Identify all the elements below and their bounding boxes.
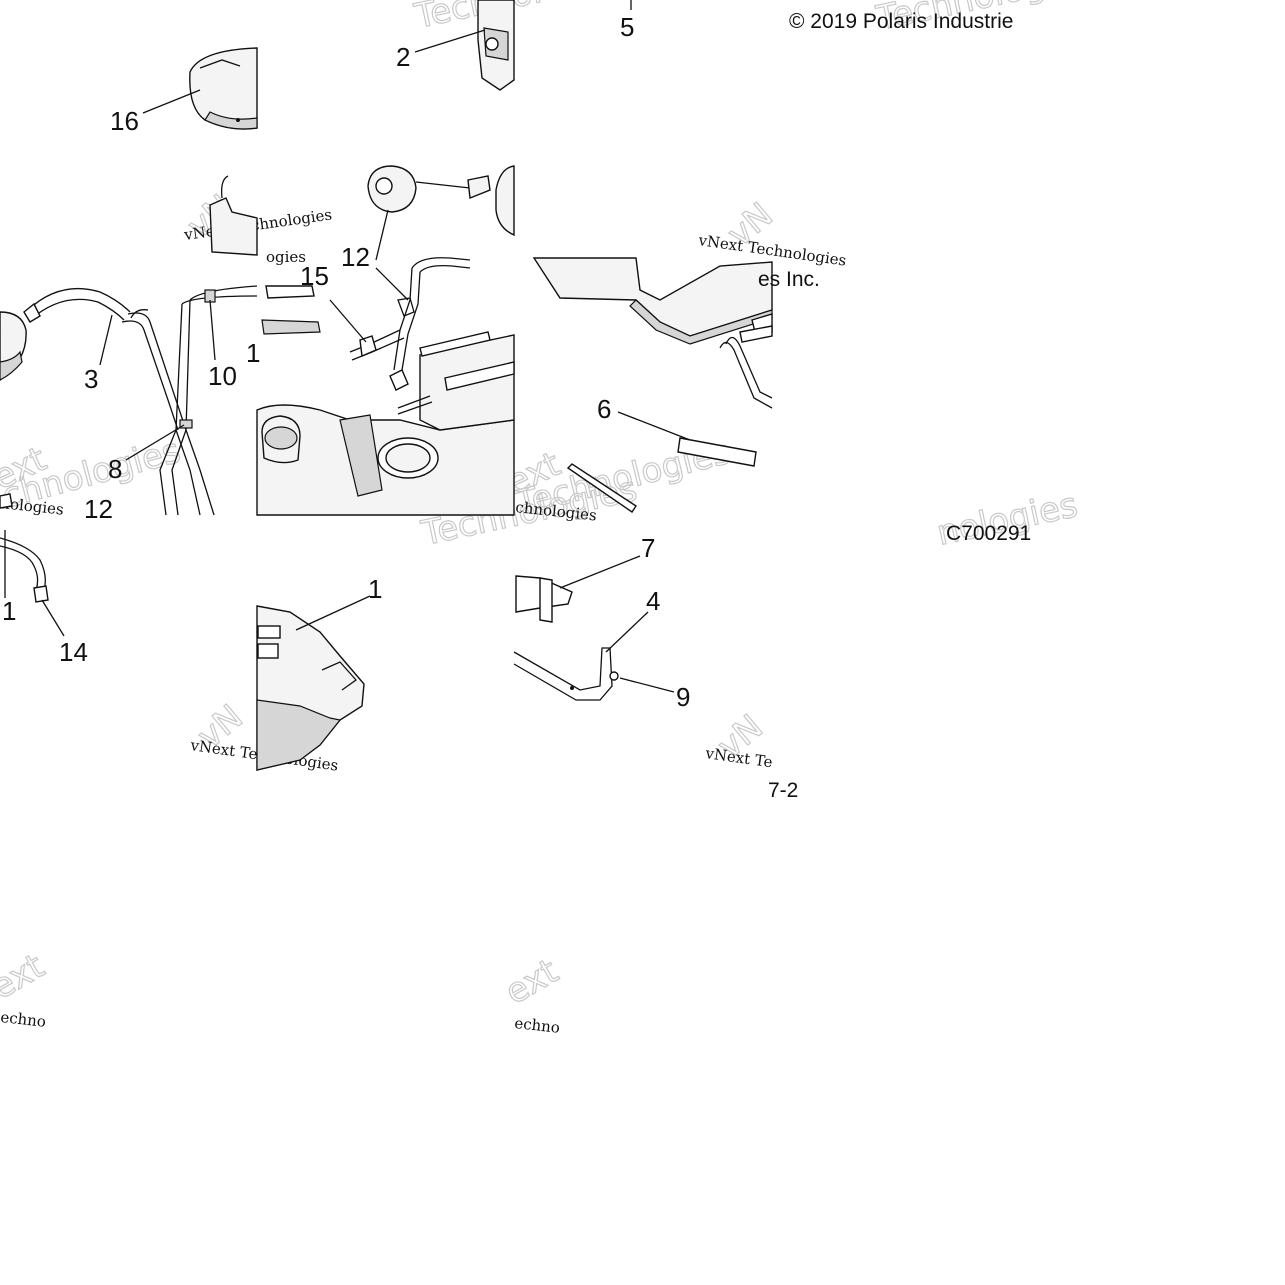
callout-1: 1	[368, 574, 382, 604]
tank-right-part	[532, 257, 773, 409]
leader-10	[209, 299, 216, 361]
leader-3	[99, 314, 113, 366]
valve-body-part	[209, 175, 258, 256]
copyright-tail-text: es Inc.	[758, 268, 820, 291]
diagram-meta: © 2019 Polaris Industrie es Inc. C700291…	[758, 10, 1031, 802]
callout-11-edge: 1	[2, 596, 16, 626]
leader-7	[559, 555, 641, 589]
callout-9: 9	[676, 682, 690, 712]
callout-16: 16	[110, 106, 139, 136]
leader-12-upper	[375, 209, 389, 261]
leader-9	[619, 677, 675, 693]
callout-10: 10	[208, 361, 237, 391]
fuel-pump-module-part	[477, 0, 515, 91]
figure-code: C700291	[946, 522, 1031, 545]
callout-7: 7	[641, 533, 655, 563]
pad-7-part	[515, 575, 573, 623]
leader-14	[41, 599, 65, 637]
leader-16	[142, 89, 201, 114]
leader-6	[617, 411, 691, 441]
nut-9-part	[609, 671, 619, 681]
leader-4	[605, 611, 649, 653]
callout-4: 4	[646, 586, 660, 616]
callout-6: 6	[597, 394, 611, 424]
vent-hose-lower-part	[0, 537, 49, 603]
leader-8	[125, 424, 185, 461]
watermark-echno-bottom-b: echno	[514, 1014, 561, 1037]
callout-5: 5	[620, 12, 634, 42]
callout-labels: 1 2 3 4 5 6 7 8 9 10 1 1 12 12 14 15 16	[2, 12, 690, 712]
vent-hose-assembly-part	[23, 285, 258, 516]
callout-2: 2	[396, 42, 410, 72]
tank-left-part	[0, 311, 27, 381]
fuel-tank-part	[256, 605, 365, 771]
copyright-text: © 2019 Polaris Industrie	[789, 10, 1013, 33]
watermark-vnext-short: vNext Te	[703, 744, 773, 771]
watermark-ext-bottom-b: ext	[499, 951, 566, 1013]
strap-part	[513, 647, 613, 701]
page-reference: 7-2	[768, 779, 798, 802]
tank-top-part	[256, 257, 515, 516]
leader-1	[295, 595, 371, 631]
leader-15	[329, 299, 367, 343]
callout-3: 3	[84, 364, 98, 394]
callout-1-edge: 1	[246, 338, 260, 368]
watermark-ogies-mid: ogies	[266, 248, 306, 266]
leader-2	[414, 29, 486, 53]
fuel-pump-cover-part	[189, 47, 258, 130]
callout-8: 8	[108, 454, 122, 484]
fitting-left-part	[0, 493, 13, 509]
callout-12-left: 12	[84, 494, 113, 524]
callout-15: 15	[300, 261, 329, 291]
watermark-ext-bottom-a: ext	[0, 946, 51, 1008]
callout-14: 14	[59, 637, 88, 667]
leader-12-mid	[375, 267, 409, 301]
strap-pad-part	[566, 437, 757, 513]
callout-12-mid: 12	[341, 242, 370, 272]
gas-cap-part	[367, 165, 515, 237]
watermark-echno-bottom-a: echno	[0, 1008, 47, 1031]
